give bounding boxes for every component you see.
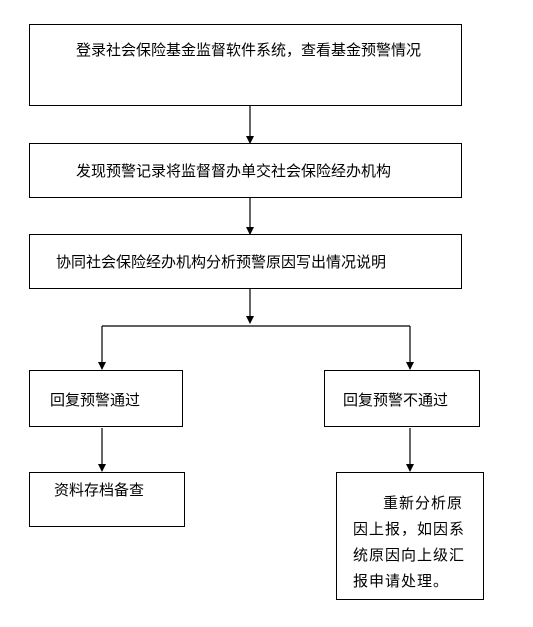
pass-result-box: 资料存档备查 — [29, 472, 185, 527]
step3-text: 协同社会保险经办机构分析预警原因写出情况说明 — [56, 253, 387, 271]
branch-pass-text: 回复预警通过 — [50, 391, 141, 409]
fail-result-text: 重新分析原因上报，如因系统原因向上级汇报申请处理。 — [353, 494, 466, 590]
step3-box: 协同社会保险经办机构分析预警原因写出情况说明 — [29, 234, 462, 289]
pass-result-text: 资料存档备查 — [54, 481, 145, 499]
branch-fail-text: 回复预警不通过 — [343, 391, 449, 409]
step1-text: 登录社会保险基金监督软件系统，查看基金预警情况 — [76, 41, 422, 59]
step1-box: 登录社会保险基金监督软件系统，查看基金预警情况 — [29, 24, 462, 106]
branch-pass-box: 回复预警通过 — [29, 370, 183, 427]
step2-text: 发现预警记录将监督督办单交社会保险经办机构 — [76, 162, 392, 180]
fail-result-box: 重新分析原因上报，如因系统原因向上级汇报申请处理。 — [336, 472, 484, 600]
step2-box: 发现预警记录将监督督办单交社会保险经办机构 — [29, 143, 462, 198]
branch-fail-box: 回复预警不通过 — [324, 370, 480, 427]
